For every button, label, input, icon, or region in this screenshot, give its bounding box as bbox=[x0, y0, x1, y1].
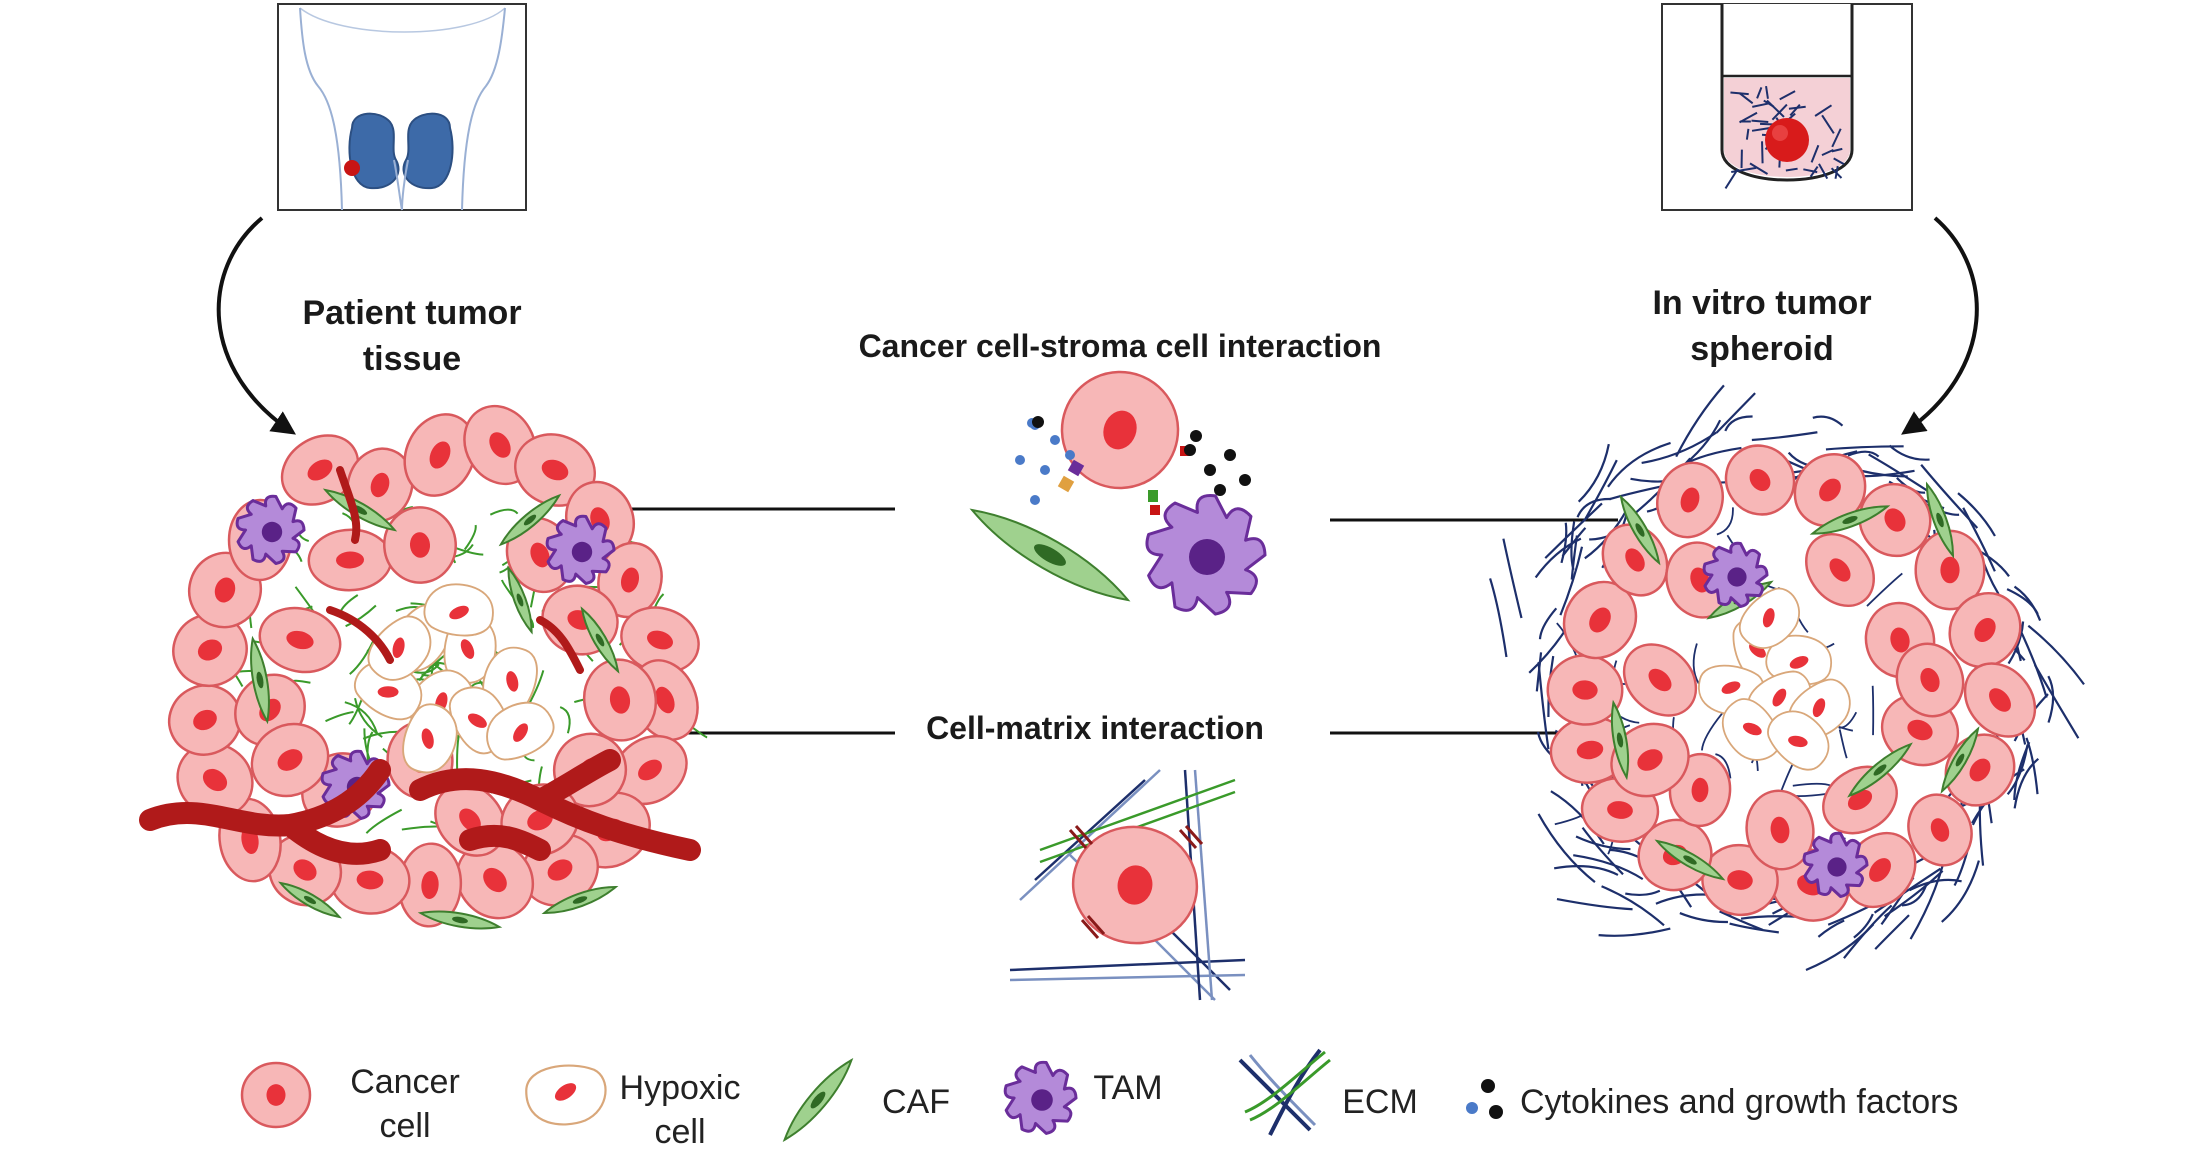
ecm-fiber bbox=[1642, 433, 1717, 463]
ecm-fiber bbox=[1599, 929, 1671, 936]
cancer-cell bbox=[1811, 753, 1909, 846]
cancer-cell bbox=[308, 529, 392, 592]
spheroid-well-panel bbox=[1662, 4, 1912, 210]
hypoxic-cell bbox=[522, 1059, 610, 1131]
cytokine-dot bbox=[1015, 455, 1025, 465]
legend-cancer-icon bbox=[242, 1063, 310, 1127]
label-patient-tissue-line1: Patient tumor bbox=[262, 290, 562, 336]
label-interaction-matrix: Cell-matrix interaction bbox=[880, 708, 1310, 748]
growth-factor-dot bbox=[1190, 430, 1202, 442]
ecm-fiber bbox=[1844, 905, 1892, 958]
legend-tam-icon bbox=[1005, 1062, 1076, 1133]
cytokine-dot bbox=[1050, 435, 1060, 445]
in-vitro-tumor-spheroid bbox=[1490, 385, 2084, 970]
stroma-interaction-illustration bbox=[965, 356, 1265, 614]
legend-tam-label: TAM bbox=[1078, 1066, 1178, 1110]
growth-factor-dot bbox=[1204, 464, 1216, 476]
legend-ecm-icon bbox=[1240, 1050, 1330, 1135]
ecm-fiber bbox=[1752, 432, 1818, 440]
caf-cell bbox=[965, 497, 1136, 613]
matrix-interaction-illustration bbox=[1010, 770, 1245, 1000]
ecm-fiber bbox=[1806, 924, 1873, 970]
hypoxic-cell bbox=[424, 584, 493, 636]
legend-cancer-line2: cell bbox=[330, 1104, 480, 1148]
ecm-fiber bbox=[1889, 446, 1929, 460]
legend-caf-label: CAF bbox=[866, 1080, 966, 1124]
kidney-tumor-icon bbox=[344, 160, 360, 176]
ecm-fiber bbox=[1873, 686, 1874, 735]
legend-cancer-line1: Cancer bbox=[330, 1060, 480, 1104]
caf-cell bbox=[778, 1055, 858, 1146]
label-spheroid-line1: In vitro tumor bbox=[1612, 280, 1912, 326]
ecm-fiber bbox=[1676, 385, 1724, 456]
growth-factor-dot bbox=[1224, 449, 1236, 461]
legend-ecm-label: ECM bbox=[1330, 1080, 1430, 1124]
ecm-fiber bbox=[1680, 913, 1728, 922]
legend-hypoxic-line2: cell bbox=[605, 1110, 755, 1154]
ecm-fiber bbox=[490, 510, 517, 515]
label-patient-tissue: Patient tumor tissue bbox=[262, 290, 562, 382]
ecm-fiber bbox=[1702, 713, 1723, 750]
ecm-fiber bbox=[1875, 915, 1909, 949]
legend-cancer-label: Cancer cell bbox=[330, 1060, 480, 1148]
label-spheroid: In vitro tumor spheroid bbox=[1612, 280, 1912, 372]
ecm-fiber bbox=[326, 712, 354, 721]
growth-factor-dot bbox=[1184, 444, 1196, 456]
ecm-fiber bbox=[1503, 539, 1521, 618]
ecm-fiber bbox=[1490, 578, 1506, 657]
legend-hypoxic-label: Hypoxic cell bbox=[605, 1066, 755, 1154]
ecm-fiber bbox=[1625, 891, 1660, 895]
arrow-right bbox=[1905, 218, 1977, 432]
cytokine-dot bbox=[1030, 495, 1040, 505]
ecm-fiber bbox=[366, 810, 401, 833]
cancer-cell bbox=[1712, 432, 1808, 528]
ecm-fiber bbox=[2048, 676, 2053, 722]
growth-factor-dot bbox=[1239, 474, 1251, 486]
cancer-cell bbox=[1648, 454, 1732, 545]
ecm-fiber bbox=[1813, 417, 1843, 426]
ecm-fiber bbox=[1545, 503, 1602, 558]
growth-factor-dot bbox=[1214, 484, 1226, 496]
ecm-fiber bbox=[1730, 924, 1779, 933]
ecm-fiber bbox=[1557, 899, 1633, 909]
patient-body-panel bbox=[278, 4, 526, 210]
growth-factor-dot bbox=[1032, 416, 1044, 428]
label-patient-tissue-line2: tissue bbox=[262, 336, 562, 382]
well-spheroid-icon bbox=[1765, 118, 1809, 162]
label-interaction-stroma: Cancer cell-stroma cell interaction bbox=[780, 326, 1460, 366]
ecm-fiber bbox=[1579, 444, 1609, 502]
ecm-fiber bbox=[465, 525, 476, 549]
ecm-fiber bbox=[1578, 499, 1612, 517]
label-spheroid-line2: spheroid bbox=[1612, 326, 1912, 372]
cytokine-dot bbox=[1065, 450, 1075, 460]
kidney-left-icon bbox=[349, 114, 398, 189]
legend-cytokines-icon bbox=[1466, 1079, 1503, 1119]
ecm-fiber bbox=[1840, 729, 1847, 758]
ecm-fiber bbox=[1717, 393, 1756, 433]
ecm-fiber bbox=[2028, 626, 2084, 685]
cytokine-dot bbox=[1040, 465, 1050, 475]
legend-cytokines-label: Cytokines and growth factors bbox=[1520, 1080, 2000, 1124]
legend-hypoxic-line1: Hypoxic bbox=[605, 1066, 755, 1110]
kidney-right-icon bbox=[404, 114, 453, 189]
ecm-fiber bbox=[1793, 784, 1832, 786]
patient-tumor-tissue bbox=[150, 393, 709, 934]
stroma-tam-cell bbox=[1147, 496, 1265, 615]
ecm-fiber bbox=[1540, 608, 1556, 639]
ecm-fiber bbox=[560, 707, 570, 733]
